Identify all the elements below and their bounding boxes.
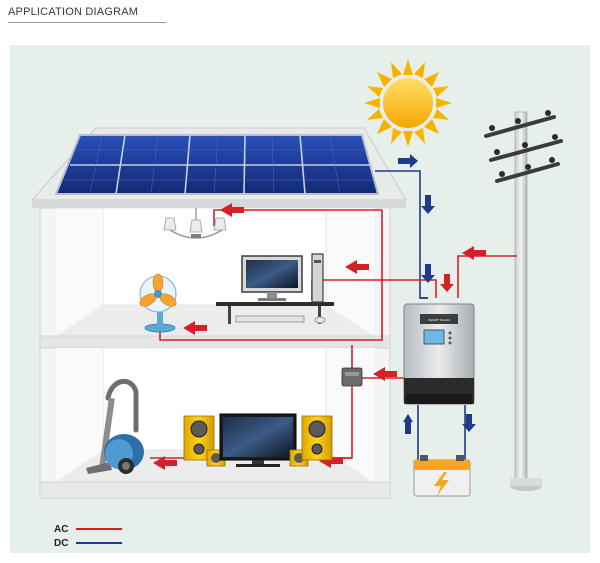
legend: AC DC: [54, 524, 122, 549]
battery-icon: [413, 455, 471, 497]
utility-pole-icon: [484, 110, 563, 491]
entertainment-set: [183, 413, 333, 467]
legend-label-dc: DC: [54, 538, 68, 549]
television-icon: [219, 413, 297, 467]
title-underline: [8, 22, 166, 23]
diagram-title: APPLICATION DIAGRAM: [8, 6, 139, 18]
fan-icon: [139, 273, 177, 333]
speaker-icon: [301, 415, 333, 461]
chandelier-icon: [163, 208, 227, 239]
svg-text:SMART SOLAR: SMART SOLAR: [428, 318, 450, 322]
desktop-computer-icon: [216, 253, 334, 324]
dc-wiring: [375, 170, 466, 460]
dc-arrows: [398, 154, 476, 434]
vacuum-cleaner-icon: [86, 379, 144, 474]
legend-item-ac: AC: [54, 524, 122, 535]
junction-box-icon: [341, 367, 363, 387]
legend-item-dc: DC: [54, 538, 122, 549]
inverter-icon: SMART SOLAR: [403, 303, 475, 405]
sun-icon: [364, 59, 452, 147]
ac-arrows: [153, 203, 486, 470]
solar-panel-icon: [54, 134, 380, 195]
legend-label-ac: AC: [54, 524, 68, 535]
